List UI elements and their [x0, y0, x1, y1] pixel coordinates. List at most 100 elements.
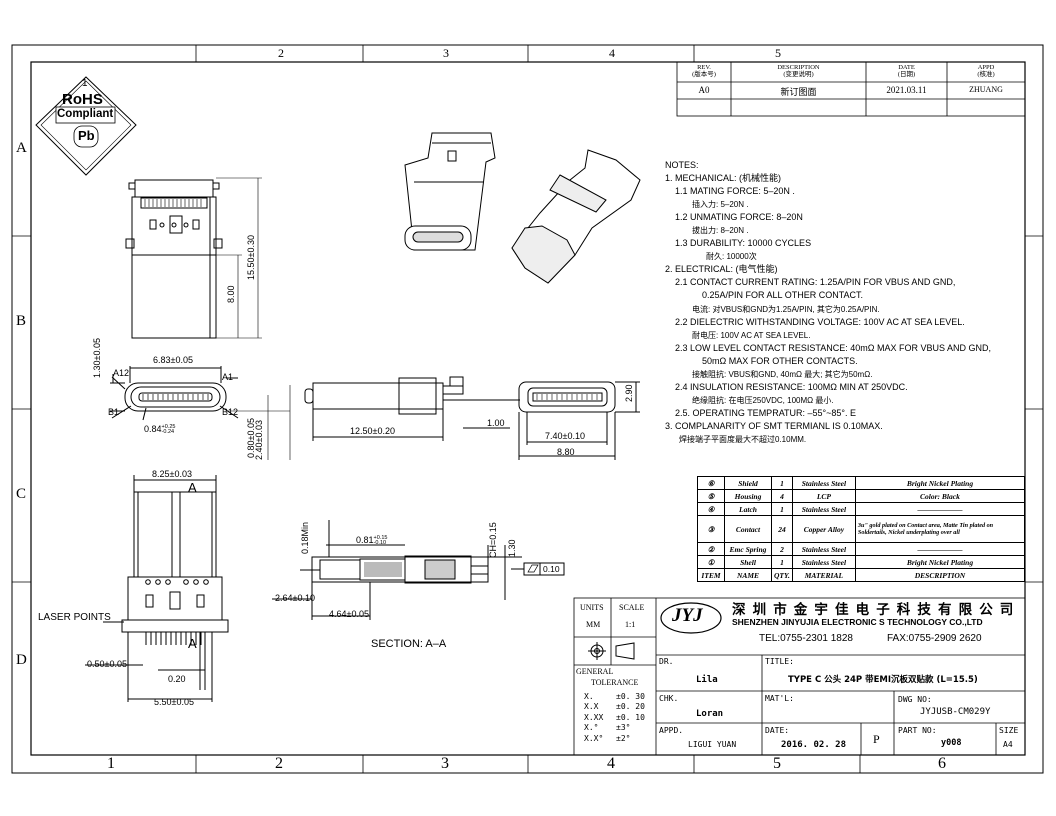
dim-label: 0.18Min [300, 521, 310, 554]
note-line: 耐电压: 100V AC AT SEA LEVEL. [692, 330, 811, 340]
note-line: 50mΩ MAX FOR OTHER CONTACTS. [702, 355, 858, 366]
dim-label: 0.20 [168, 674, 186, 684]
port-vert-dims [226, 385, 291, 460]
dim-label: 2.90 [624, 384, 634, 402]
title-block [573, 597, 1026, 756]
dim-lines-front [216, 177, 262, 339]
rohs-title: RoHS [62, 91, 103, 108]
port-end-view [110, 366, 239, 421]
matl-label: MAT'L: [765, 694, 794, 703]
row-label: C [16, 486, 27, 502]
col-label: 4 [607, 755, 615, 772]
pin-label: B12 [222, 407, 239, 417]
laser-points-label: LASER POINTS [38, 612, 111, 623]
dim-label: 2.40±0.03 [254, 420, 264, 460]
note-line: 拔出力: 8–20N . [692, 226, 749, 236]
rev-value: A0 [698, 85, 710, 95]
bom-row: ② Emc Spring 2 Stainless Steel —————— [697, 542, 1026, 556]
bom-row: ④ Latch 1 Stainless Steel —————— [697, 502, 1026, 516]
dwg-label: DWG NO: [898, 695, 932, 704]
end-view-pins [536, 394, 598, 400]
bom-header: ITEM NAME QTY. MATERIAL DESCRIPTION [697, 568, 1026, 582]
scale-value: 1:1 [625, 620, 636, 629]
flatness-value: 0.10 [543, 564, 560, 574]
section-marker: A [188, 480, 197, 495]
note-line: 耐久: 10000次 [706, 252, 757, 262]
appd-value: ZHUANG [969, 85, 1003, 94]
company-logo-text: JYJ [672, 605, 703, 626]
dr-label: DR. [659, 657, 674, 666]
row-label: A [16, 140, 27, 156]
dwg-value: JYJUSB-CM029Y [920, 707, 991, 717]
grid-ticks [12, 45, 1043, 773]
pin-label: A1 [222, 372, 234, 382]
dim-label: 2.64±0.10 [275, 593, 315, 603]
side-view [304, 376, 520, 441]
size-label: SIZE [999, 726, 1019, 735]
col-label: 5 [775, 46, 781, 60]
dim-label: 8.25±0.03 [152, 469, 192, 479]
section-hatch [364, 562, 402, 577]
date-header: DATE(日期) [897, 64, 916, 78]
note-line: 1.2 UNMATING FORCE: 8–20N [675, 212, 803, 223]
note-line: 2.2 DIELECTRIC WITHSTANDING VOLTAGE: 100… [675, 316, 965, 327]
rohs-compliant: Compliant [57, 108, 114, 120]
pin-label: A12 [113, 368, 130, 378]
note-line: 插入力: 5–20N . [692, 200, 749, 210]
desc-header: DESCRIPTION(变更说明) [777, 64, 820, 78]
appd-value: LIGUI YUAN [688, 740, 737, 749]
col-label: 2 [275, 755, 283, 772]
note-line: 2.3 LOW LEVEL CONTACT RESISTANCE: 40mΩ M… [675, 342, 991, 353]
section-flat-sym [527, 564, 539, 573]
col-label: 1 [107, 755, 115, 772]
note-line: 1.3 DURABILITY: 10000 CYCLES [675, 238, 812, 249]
iso-view-right [511, 149, 641, 284]
notes-block: NOTES: 1. MECHANICAL: (机械性能) 1.1 MATING … [665, 159, 991, 446]
row-label: D [16, 652, 27, 668]
bom-row: ③ Contact 24 Copper Alloy 3u" gold plate… [697, 515, 1026, 543]
date-label: DATE: [765, 726, 790, 735]
top-view [85, 475, 229, 702]
company-logo [660, 602, 722, 634]
page-p-label: P [873, 732, 880, 746]
rohs-badge [35, 76, 137, 176]
note-line: 接触阻抗: VBUS和GND, 40mΩ 最大; 其它为50mΩ. [692, 369, 873, 379]
units-label: UNITS [580, 603, 604, 612]
col-label: 5 [773, 755, 781, 772]
appd-header: APPD(核准) [977, 64, 995, 78]
note-line: 3. COMPLANARITY OF SMT TERMIANL IS 0.10M… [665, 420, 883, 431]
dim-label: 0.84+0.25-0.24 [144, 423, 176, 435]
col-label: 4 [609, 46, 615, 60]
projection-symbol [588, 642, 635, 660]
dim-label: 8.00 [226, 285, 236, 303]
dr-value: Lila [696, 675, 718, 685]
col-label: 6 [938, 755, 946, 772]
note-line: 2.4 INSULATION RESISTANCE: 100MΩ MIN AT … [675, 381, 908, 392]
dim-label: 4.64±0.05 [329, 609, 369, 619]
section-title: SECTION: A–A [371, 638, 447, 650]
drawing-title: TYPE C 公头 24P 带EMI沉板双贴款 (L=15.5) [788, 675, 978, 685]
size-value: A4 [1003, 740, 1013, 749]
pin-label: B1 [108, 407, 120, 417]
tolerance-label: TOLERANCE [591, 678, 639, 687]
row-label: B [16, 313, 27, 329]
company-name-en: SHENZHEN JINYUJIA ELECTRONIC S TECHNOLOG… [732, 617, 983, 627]
dim-label: 12.50±0.20 [350, 426, 395, 436]
company-fax: FAX:0755-2909 2620 [887, 633, 982, 644]
company-name-cn: 深 圳 市 金 宇 佳 电 子 科 技 有 限 公 司 [732, 602, 1015, 618]
bom-row: ① Shell 1 Stainless Steel Bright Nickel … [697, 555, 1026, 569]
dim-label: 5.50±0.05 [154, 697, 194, 707]
rohs-number: 1 [82, 78, 88, 89]
dim-label: CH=0.15 [488, 522, 498, 558]
dim-label: 1.30±0.05 [92, 338, 102, 378]
dim-label: 7.40±0.10 [545, 431, 585, 441]
col-label: 3 [441, 755, 449, 772]
dim-label: 6.83±0.05 [153, 355, 193, 365]
dim-label: 15.50±0.30 [246, 235, 256, 280]
tolerance-list: X.±0. 30 X.X±0. 20 X.XX±0. 10 X.°±3° X.X… [584, 692, 645, 743]
units-value: MM [586, 620, 601, 629]
port-pins [142, 394, 209, 400]
revision-table [676, 61, 1026, 117]
appd-label: APPD. [659, 726, 684, 735]
